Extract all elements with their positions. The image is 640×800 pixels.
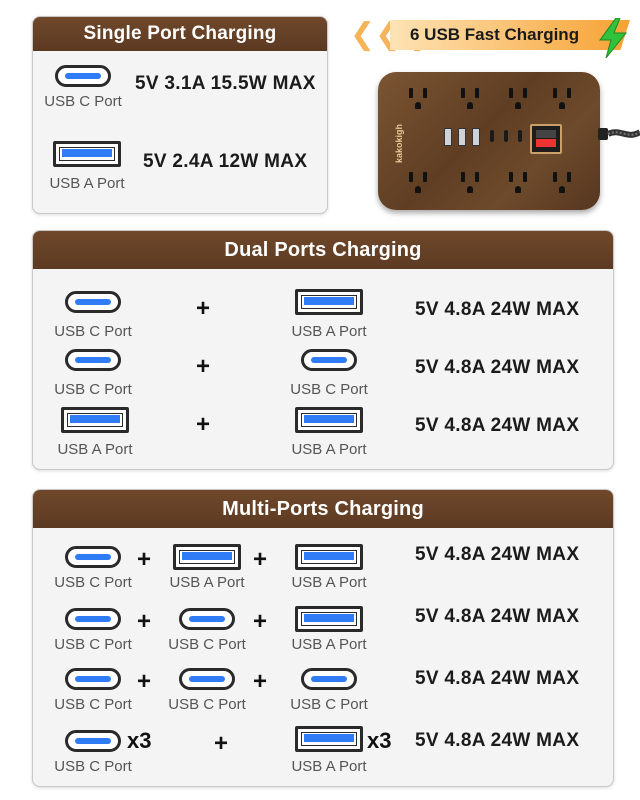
usb-c-port-icon bbox=[65, 291, 121, 313]
spec-text: 5V 4.8A 24W MAX bbox=[415, 730, 580, 751]
spec-text: 5V 4.8A 24W MAX bbox=[415, 299, 580, 320]
port-label: USB A Port bbox=[169, 574, 245, 591]
strip-usb-a-port bbox=[444, 128, 452, 146]
strip-usb-c-port bbox=[518, 130, 522, 142]
fast-charging-banner: ❮❮❮ 6 USB Fast Charging bbox=[350, 18, 635, 58]
port-label: USB A Port bbox=[57, 441, 133, 458]
port-label: USB C Port bbox=[54, 574, 132, 591]
plus-sign: + bbox=[214, 730, 229, 757]
outlet-icon bbox=[458, 170, 482, 196]
port-label: USB A Port bbox=[291, 441, 367, 458]
plus-sign: + bbox=[137, 668, 152, 695]
plus-sign: + bbox=[253, 668, 268, 695]
outlet-icon bbox=[550, 170, 574, 196]
multi-ports-title: Multi-Ports Charging bbox=[33, 490, 613, 528]
plus-sign: + bbox=[196, 353, 211, 380]
usb-c-port-icon bbox=[179, 608, 235, 630]
port-label: USB C Port bbox=[44, 93, 122, 110]
multiplier-text: x3 bbox=[127, 728, 152, 753]
usb-c-port-icon bbox=[65, 546, 121, 568]
port-label: USB C Port bbox=[54, 696, 132, 713]
dual-ports-title: Dual Ports Charging bbox=[33, 231, 613, 269]
usb-c-port-icon bbox=[301, 668, 357, 690]
port-label: USB A Port bbox=[291, 574, 367, 591]
strip-usb-a-port bbox=[458, 128, 466, 146]
usb-c-port-icon bbox=[179, 668, 235, 690]
port-label: USB A Port bbox=[291, 636, 367, 653]
outlet-icon bbox=[506, 86, 530, 112]
strip-usb-a-port bbox=[472, 128, 480, 146]
power-strip-image: kakokigh bbox=[378, 72, 600, 210]
lightning-bolt-icon bbox=[599, 18, 628, 58]
plus-sign: + bbox=[137, 546, 152, 573]
port-label: USB C Port bbox=[290, 381, 368, 398]
banner-bar bbox=[390, 20, 630, 50]
port-label: USB C Port bbox=[168, 696, 246, 713]
outlet-icon bbox=[550, 86, 574, 112]
single-port-panel: Single Port Charging USB C Port 5V 3.1A … bbox=[32, 16, 328, 214]
port-label: USB C Port bbox=[54, 381, 132, 398]
power-cord bbox=[598, 128, 640, 140]
brand-logo: kakokigh bbox=[394, 123, 404, 163]
usb-c-port-icon bbox=[65, 349, 121, 371]
spec-text: 5V 4.8A 24W MAX bbox=[415, 415, 580, 436]
port-label: USB C Port bbox=[54, 758, 132, 775]
plus-sign: + bbox=[253, 608, 268, 635]
usb-a-port-icon bbox=[295, 289, 363, 315]
usb-a-port-icon bbox=[53, 141, 121, 167]
dual-ports-panel: Dual Ports Charging USB C Port + USB A P… bbox=[32, 230, 614, 470]
port-label: USB A Port bbox=[49, 175, 125, 192]
port-label: USB C Port bbox=[54, 323, 132, 340]
outlet-icon bbox=[406, 86, 430, 112]
plus-sign: + bbox=[253, 546, 268, 573]
port-label: USB A Port bbox=[291, 323, 367, 340]
strip-usb-c-port bbox=[504, 130, 508, 142]
usb-a-port-icon bbox=[295, 407, 363, 433]
usb-a-port-icon bbox=[295, 544, 363, 570]
spec-text: 5V 4.8A 24W MAX bbox=[415, 606, 580, 627]
usb-a-port-icon bbox=[295, 726, 363, 752]
single-port-title: Single Port Charging bbox=[33, 17, 327, 51]
port-label: USB C Port bbox=[54, 636, 132, 653]
usb-c-port-icon bbox=[301, 349, 357, 371]
plus-sign: + bbox=[196, 411, 211, 438]
port-label: USB C Port bbox=[290, 696, 368, 713]
port-label: USB C Port bbox=[168, 636, 246, 653]
usb-a-port-icon bbox=[295, 606, 363, 632]
outlet-icon bbox=[458, 86, 482, 112]
multiplier-text: x3 bbox=[367, 728, 392, 753]
plus-sign: + bbox=[137, 608, 152, 635]
port-label: USB A Port bbox=[291, 758, 367, 775]
spec-text: 5V 2.4A 12W MAX bbox=[143, 151, 308, 172]
multi-ports-panel: Multi-Ports Charging USB C Port + USB A … bbox=[32, 489, 614, 787]
spec-text: 5V 3.1A 15.5W MAX bbox=[135, 73, 316, 94]
usb-c-port-icon bbox=[65, 730, 121, 752]
usb-a-port-icon bbox=[173, 544, 241, 570]
outlet-icon bbox=[506, 170, 530, 196]
spec-text: 5V 4.8A 24W MAX bbox=[415, 668, 580, 689]
usb-c-port-icon bbox=[55, 65, 111, 87]
power-switch bbox=[530, 124, 562, 154]
outlet-icon bbox=[406, 170, 430, 196]
plus-sign: + bbox=[196, 295, 211, 322]
usb-a-port-icon bbox=[61, 407, 129, 433]
strip-usb-c-port bbox=[490, 130, 494, 142]
spec-text: 5V 4.8A 24W MAX bbox=[415, 544, 580, 565]
banner-text: 6 USB Fast Charging bbox=[410, 25, 580, 44]
spec-text: 5V 4.8A 24W MAX bbox=[415, 357, 580, 378]
usb-c-port-icon bbox=[65, 668, 121, 690]
usb-c-port-icon bbox=[65, 608, 121, 630]
